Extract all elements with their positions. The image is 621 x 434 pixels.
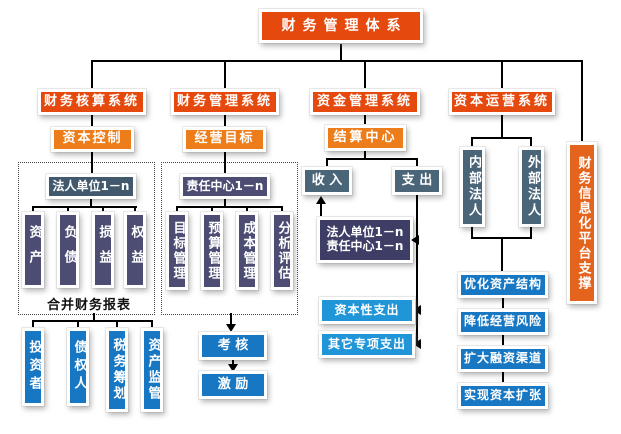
connector <box>471 137 532 139</box>
connector <box>364 115 366 125</box>
connector <box>116 320 118 328</box>
connector <box>416 158 418 167</box>
target-management-node: 目标管理 <box>166 212 188 290</box>
connector <box>33 206 137 208</box>
optimize-asset-structure-node: 优化资产结构 <box>458 272 548 298</box>
it-platform-node: 财务信息化平台支撑 <box>567 142 597 304</box>
asset-node: 资产 <box>22 212 44 288</box>
business-target-node: 经营目标 <box>183 127 266 152</box>
connector <box>246 206 248 212</box>
connector <box>33 320 153 322</box>
connector <box>91 60 583 62</box>
connector <box>530 137 532 147</box>
connector <box>326 158 418 160</box>
incentive-node: 激 励 <box>199 371 267 399</box>
connector <box>224 199 226 207</box>
responsibility-center-node: 责任中心1－n <box>180 174 270 199</box>
legal-unit-group-frame <box>18 162 155 315</box>
connector <box>232 360 234 365</box>
connector <box>91 152 93 174</box>
connector <box>102 206 104 212</box>
expand-financing-channels-node: 扩大融资渠道 <box>458 346 548 372</box>
connector <box>230 313 232 325</box>
connector <box>176 206 178 212</box>
connector <box>93 313 95 321</box>
investor-node: 投资者 <box>22 328 44 406</box>
connector <box>224 152 226 174</box>
connector <box>134 206 136 212</box>
connector <box>90 199 92 207</box>
connector <box>340 43 342 60</box>
connector <box>91 60 93 89</box>
liability-node: 负债 <box>57 212 79 288</box>
connector <box>224 115 226 127</box>
equity-node: 权益 <box>124 212 146 288</box>
branch-management-header: 财务管理系统 <box>171 89 279 115</box>
connector <box>67 206 69 212</box>
capital-control-node: 资本控制 <box>51 127 134 152</box>
achieve-capital-expansion-node: 实现资本扩张 <box>458 383 548 409</box>
legal-unit-node: 法人单位1－n <box>46 174 136 199</box>
root-node: 财务管理体系 <box>259 9 423 43</box>
creditor-node: 债权人 <box>67 328 89 406</box>
connector <box>364 60 366 89</box>
connector <box>502 372 504 383</box>
connector <box>502 298 504 309</box>
connector <box>501 237 503 272</box>
connector <box>581 60 583 142</box>
connector <box>502 335 504 346</box>
responsibility-group-frame <box>161 162 298 315</box>
settlement-center-node: 结算中心 <box>325 125 406 151</box>
connector <box>151 320 153 328</box>
tax-planning-node: 税务筹划 <box>106 328 128 412</box>
connector <box>416 195 418 344</box>
arrow-down-icon <box>228 364 238 372</box>
combo-line-1: 法人单位1－n <box>326 225 404 240</box>
arrow-left-icon <box>413 339 421 349</box>
connector <box>364 151 366 159</box>
asset-supervision-node: 资产监管 <box>141 328 163 412</box>
budget-management-node: 预算管理 <box>201 212 223 290</box>
connector <box>77 320 79 328</box>
arrow-down-icon <box>226 324 236 332</box>
branch-capital-header: 资本运营系统 <box>449 89 555 115</box>
arrow-left-icon <box>411 235 419 245</box>
cost-management-node: 成本管理 <box>236 212 258 290</box>
connector <box>91 115 93 127</box>
connector <box>224 60 226 89</box>
combo-line-2: 责任中心1－n <box>326 239 404 253</box>
connector <box>320 203 322 217</box>
profit-loss-node: 损益 <box>92 212 114 288</box>
consolidated-report-label: 合并财务报表 <box>46 298 131 313</box>
connector <box>530 227 532 238</box>
expense-node: 支 出 <box>392 167 442 195</box>
arrow-left-icon <box>413 305 421 315</box>
branch-accounting-header: 财务核算系统 <box>38 89 146 115</box>
connector <box>501 60 503 89</box>
income-node: 收 入 <box>302 167 352 195</box>
assessment-node: 考 核 <box>199 332 267 360</box>
internal-legal-entity-node: 内部法人 <box>460 147 485 227</box>
connector <box>32 206 34 212</box>
external-legal-entity-node: 外部法人 <box>519 147 544 227</box>
branch-funds-header: 资金管理系统 <box>310 89 420 115</box>
connector <box>326 158 328 167</box>
reduce-business-risk-node: 降低经营风险 <box>458 309 548 335</box>
connector <box>177 206 283 208</box>
other-expense-node: 其它专项支出 <box>319 331 415 358</box>
connector <box>281 206 283 212</box>
connector <box>471 227 473 238</box>
connector <box>501 115 503 138</box>
arrow-up-icon <box>316 196 326 204</box>
connector <box>211 206 213 212</box>
connector <box>32 320 34 328</box>
legal-unit-responsibility-node: 法人单位1－n 责任中心1－n <box>317 217 413 263</box>
capital-expense-node: 资本性支出 <box>319 297 415 324</box>
analysis-evaluation-node: 分析评估 <box>271 212 293 290</box>
connector <box>471 137 473 147</box>
